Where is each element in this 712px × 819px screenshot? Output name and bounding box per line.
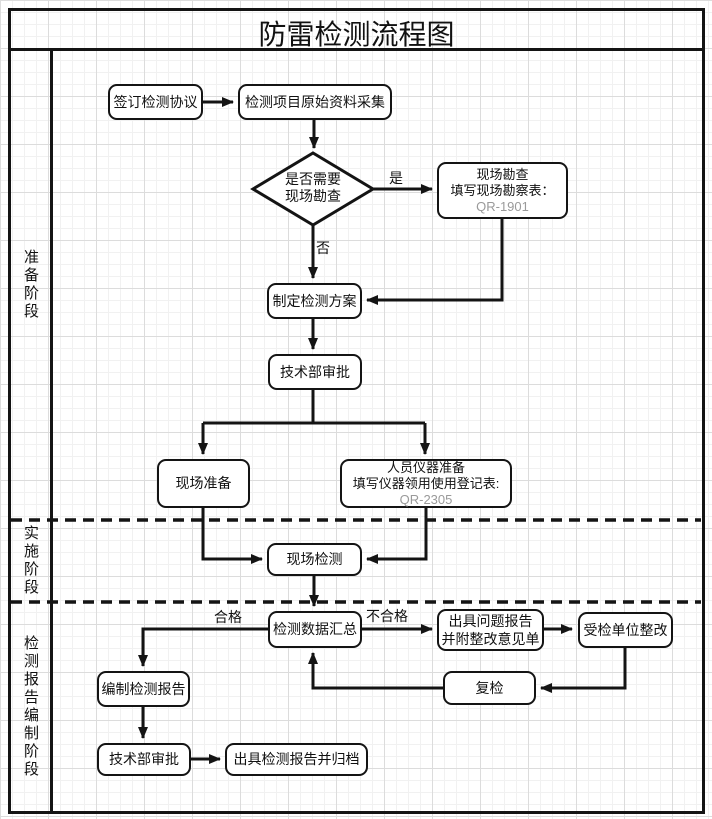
edge-label-pass: 合格: [214, 609, 242, 625]
node-tech-dept-approval-1[interactable]: 技术部审批: [268, 354, 362, 390]
phase-label-text: 准备阶段: [22, 248, 39, 321]
edge-summary-pass: [138, 627, 268, 667]
node-form-code: QR-1901: [476, 198, 529, 214]
node-label: 检测数据汇总: [273, 621, 357, 637]
edge-staffprep-to-testing: [366, 508, 428, 564]
node-label: 填写仪器领用使用登记表:: [352, 475, 500, 491]
edge-rectify-to-recheck: [540, 648, 627, 693]
node-site-preparation[interactable]: 现场准备: [157, 459, 250, 508]
edge-siteprep-to-testing: [201, 508, 263, 564]
node-label: 现场检测: [286, 551, 343, 567]
edge-label-yes: 是: [389, 170, 403, 186]
phase-column-divider: [50, 48, 53, 814]
node-label: 技术部审批: [280, 363, 350, 380]
node-staff-instrument-preparation[interactable]: 人员仪器准备 填写仪器领用使用登记表: QR-2305: [340, 459, 512, 508]
node-label: 签订检测协议: [113, 93, 198, 110]
edge-label-no: 否: [316, 240, 330, 256]
node-label: 现场勘查: [476, 166, 529, 182]
edge-label-fail: 不合格: [366, 608, 408, 624]
node-label: 出具问题报告: [448, 613, 533, 629]
node-problem-report[interactable]: 出具问题报告 并附整改意见单: [437, 609, 544, 651]
phase-label-implementation: 实施阶段: [11, 520, 50, 602]
node-label: 填写现场勘察表：: [450, 182, 555, 198]
edge-survey-to-plan: [366, 218, 504, 305]
node-recheck[interactable]: 复检: [443, 671, 536, 705]
node-tech-dept-approval-2[interactable]: 技术部审批: [97, 743, 191, 776]
decision-diamond-shape[interactable]: [250, 151, 376, 227]
edge-approval-split: [203, 389, 425, 425]
node-form-code: QR-2305: [399, 491, 453, 507]
phase-label-report-compilation: 检测报告编制阶段: [11, 602, 50, 812]
node-make-test-plan[interactable]: 制定检测方案: [267, 283, 362, 319]
node-unit-rectification[interactable]: 受检单位整改: [578, 612, 673, 648]
node-label: 现场准备: [175, 475, 232, 491]
node-compile-test-report[interactable]: 编制检测报告: [97, 671, 190, 707]
node-test-data-summary[interactable]: 检测数据汇总: [268, 611, 362, 648]
node-label: 技术部审批: [109, 751, 179, 767]
node-label: 并附整改意见单: [441, 631, 540, 647]
phase-label-text: 实施阶段: [22, 525, 39, 597]
phase-label-text: 检测报告编制阶段: [22, 635, 39, 779]
node-label: 是否需要: [285, 171, 341, 187]
node-label: 制定检测方案: [272, 292, 357, 309]
node-label: 受检单位整改: [583, 621, 668, 638]
node-label: 现场勘查: [285, 188, 341, 204]
connector-group: [11, 97, 701, 764]
phase-label-preparation: 准备阶段: [11, 51, 50, 518]
node-label: 编制检测报告: [101, 680, 186, 697]
outer-border: [8, 8, 705, 814]
node-label: 检测项目原始资料采集: [245, 93, 385, 110]
node-site-survey[interactable]: 现场勘查 填写现场勘察表： QR-1901: [437, 162, 568, 219]
node-label: 出具检测报告并归档: [233, 751, 360, 767]
node-sign-agreement[interactable]: 签订检测协议: [108, 84, 203, 120]
node-collect-original-data[interactable]: 检测项目原始资料采集: [238, 84, 392, 120]
node-site-testing[interactable]: 现场检测: [267, 543, 362, 576]
node-label: 人员仪器准备: [386, 459, 465, 475]
title-separator-line: [8, 48, 705, 51]
node-need-survey-decision[interactable]: 是否需要 现场勘查: [253, 171, 373, 205]
node-issue-report-archive[interactable]: 出具检测报告并归档: [225, 743, 368, 776]
diagram-title: 防雷检测流程图: [258, 20, 455, 51]
node-label: 复检: [475, 679, 504, 696]
edge-recheck-to-summary: [308, 652, 443, 690]
